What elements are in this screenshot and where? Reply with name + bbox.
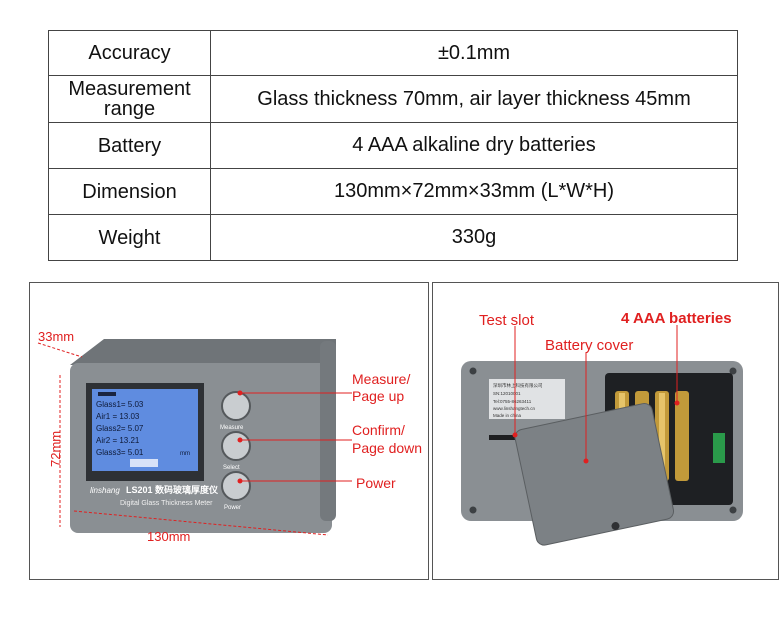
length-dimension-line [73,510,329,536]
page-indicator [130,459,158,467]
front-view-panel: Glass1= 5.03 Air1 = 13.03 Glass2= 5.07 A… [29,282,429,580]
battery-cover[interactable] [514,402,675,547]
callout-dot [674,400,680,406]
label-line: Made in china [493,413,522,418]
callout-dot [512,432,518,438]
length-dimension: 130mm [147,529,190,544]
device-top-face [70,339,336,365]
spec-value: Glass thickness 70mm, air layer thicknes… [210,75,738,123]
batteries-callout: 4 AAA batteries [621,310,732,327]
screen-line: Glass2= 5.07 [96,424,144,433]
measure-callout: Measure/ [352,371,410,387]
connector-port [713,433,725,463]
callout-dot [237,437,243,443]
screw-icon [469,367,477,375]
spec-value: 330g [210,214,738,261]
spec-label: Measurement range [48,75,211,123]
battery-indicator-icon [98,392,116,396]
back-view-panel: 深圳市林上科技有限公司 SN:12010001 Tel:0755-8626341… [432,282,779,580]
screw-icon [469,506,477,514]
spec-label: Dimension [48,168,211,215]
select-callout: Confirm/ [352,422,405,438]
power-button-label: Power [224,505,241,511]
callout-dot [583,458,589,464]
power-callout: Power [356,475,396,491]
spec-table: Accuracy ±0.1mm Measurement range Glass … [48,30,738,261]
battery-cover-callout: Battery cover [545,337,633,354]
model-name: LS201 数码玻璃厚度仪 [126,484,219,495]
screen-line: Air1 = 13.03 [96,412,140,421]
screen-unit: mm [180,451,190,457]
power-button[interactable] [221,471,251,501]
callout-dot [237,478,243,484]
measure-button-label: Measure [220,425,244,431]
callout-dot [237,390,243,396]
spec-row-accuracy: Accuracy ±0.1mm [48,30,738,76]
brand-logo: linshang [90,486,120,495]
front-view-illustration: Glass1= 5.03 Air1 = 13.03 Glass2= 5.07 A… [37,329,422,544]
spec-label: Accuracy [48,30,211,76]
screw-icon [729,367,737,375]
select-button[interactable] [221,431,251,461]
test-slot-callout: Test slot [479,312,535,329]
spec-row-range: Measurement range Glass thickness 70mm, … [48,75,738,123]
spec-label: Battery [48,122,211,169]
serial-label [489,379,565,419]
label-line: Tel:0755-86263411 [493,399,532,404]
measure-button[interactable] [221,391,251,421]
cover-screw-icon [611,522,620,531]
height-dimension: 72mm [48,431,63,467]
spec-row-dimension: Dimension 130mm×72mm×33mm (L*W*H) [48,168,738,215]
screen-line: Air2 = 13.21 [96,436,140,445]
spec-label: Weight [48,214,211,261]
spec-row-battery: Battery 4 AAA alkaline dry batteries [48,122,738,169]
select-button-label: Select [223,465,240,471]
spec-value: 4 AAA alkaline dry batteries [210,122,738,169]
measure-callout: Page up [352,388,404,404]
select-callout: Page down [352,440,422,456]
screw-icon [729,506,737,514]
spec-value: ±0.1mm [210,30,738,76]
label-line: 深圳市林上科技有限公司 [493,382,543,389]
depth-dimension: 33mm [38,329,74,344]
screen-line: Glass3= 5.01 [96,448,144,457]
battery-icon [675,391,689,481]
model-subtitle: Digital Glass Thickness Meter [120,500,213,507]
label-line: SN:12010001 [493,391,521,396]
depth-dimension-line [37,342,83,358]
battery-highlight [659,393,665,477]
back-view-illustration: 深圳市林上科技有限公司 SN:12010001 Tel:0755-8626341… [461,310,743,547]
spec-value: 130mm×72mm×33mm (L*W*H) [210,168,738,215]
lcd-screen [92,389,198,471]
label-line: www.linshangtech.cn [493,406,536,411]
screen-line: Glass1= 5.03 [96,400,144,409]
battery-cover-plate [514,403,675,546]
spec-row-weight: Weight 330g [48,214,738,261]
device-side-face [320,341,336,521]
